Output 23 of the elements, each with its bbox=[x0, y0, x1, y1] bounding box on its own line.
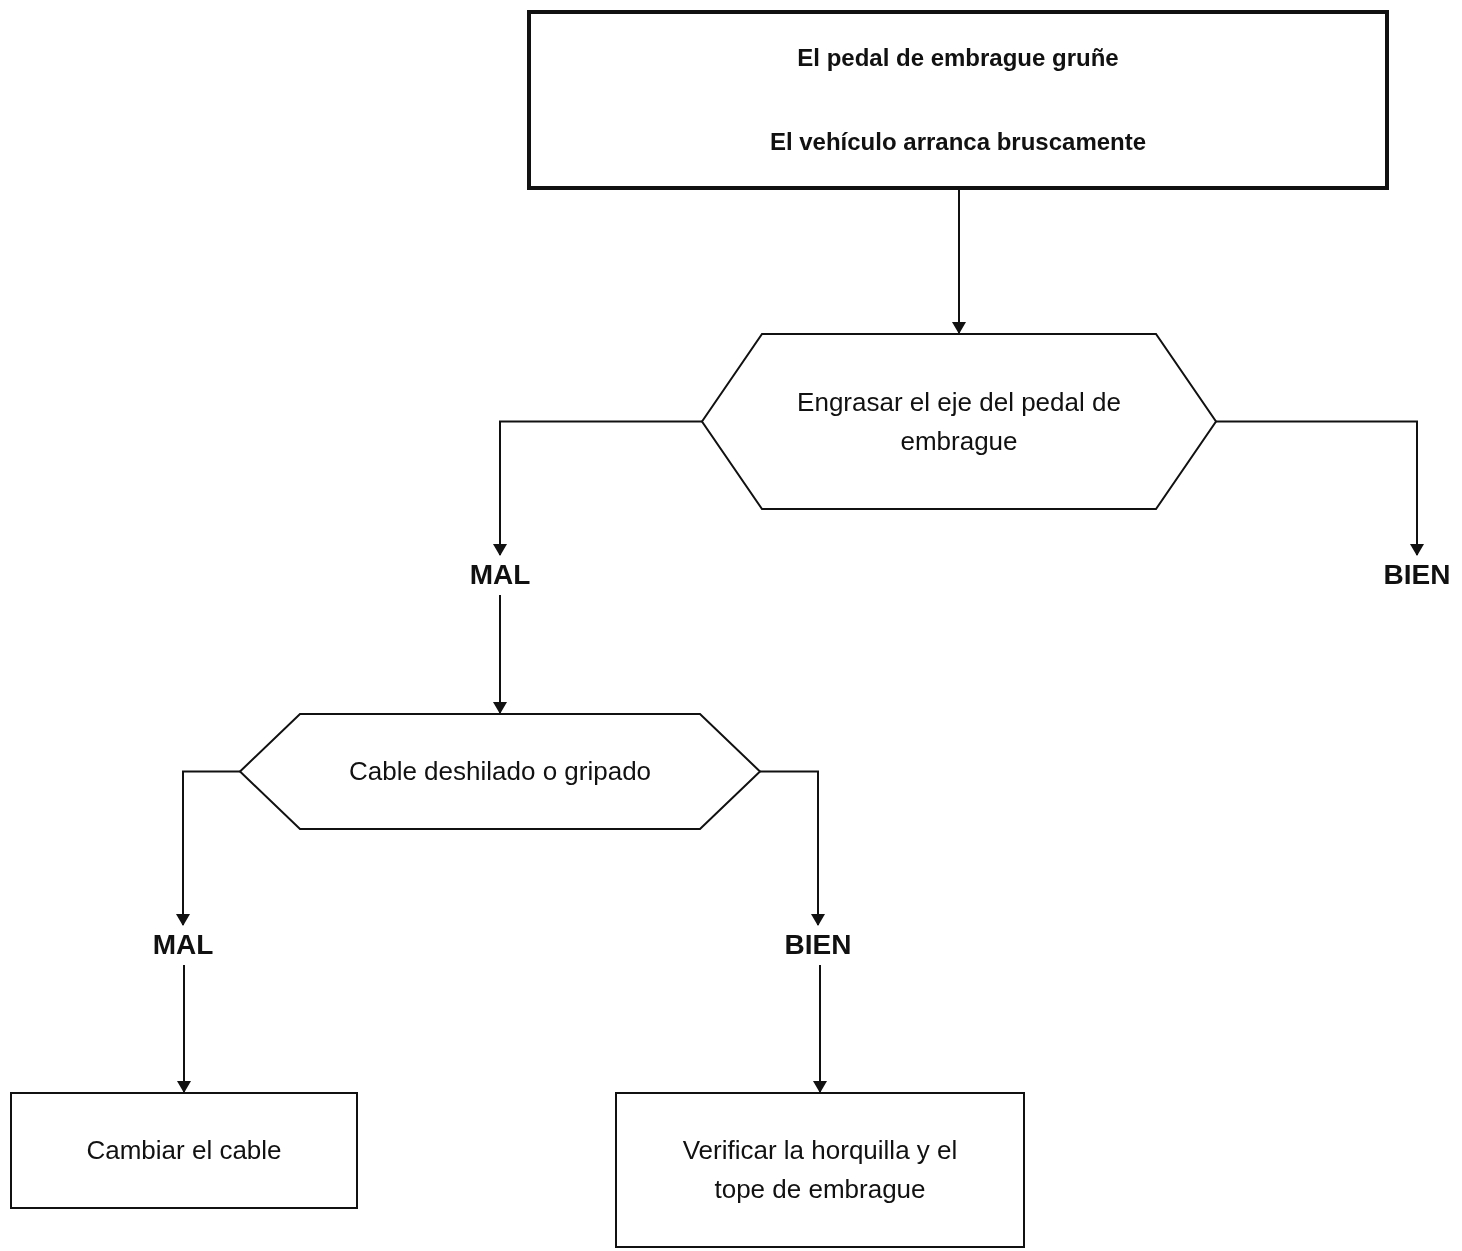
decision-hexagon bbox=[702, 333, 1216, 510]
node-text: El vehículo arranca bruscamente bbox=[769, 127, 1147, 157]
node-text: El pedal de embrague gruñe bbox=[797, 43, 1119, 73]
node-text: Cambiar el cable bbox=[86, 1134, 282, 1167]
arrow bbox=[813, 964, 827, 1093]
node-text: Cable deshilado o gripado bbox=[348, 755, 652, 788]
outcome-label: MAL bbox=[152, 928, 214, 962]
arrow bbox=[493, 594, 507, 714]
node-text: Engrasar el eje del pedal de embrague bbox=[796, 385, 1122, 458]
process-box bbox=[527, 10, 1389, 190]
process-box bbox=[10, 1092, 358, 1209]
arrow bbox=[493, 420, 703, 556]
node-text: Verificar la horquilla y el tope de embrague bbox=[681, 1134, 959, 1206]
arrow bbox=[1215, 420, 1424, 556]
arrow bbox=[177, 964, 191, 1093]
decision-hexagon bbox=[240, 713, 760, 830]
outcome-label: BIEN bbox=[784, 928, 852, 962]
outcome-label: BIEN bbox=[1383, 558, 1451, 592]
arrow bbox=[176, 770, 241, 926]
arrow bbox=[759, 770, 825, 926]
process-box bbox=[615, 1092, 1025, 1248]
arrow bbox=[952, 189, 966, 334]
outcome-label: MAL bbox=[469, 558, 531, 592]
